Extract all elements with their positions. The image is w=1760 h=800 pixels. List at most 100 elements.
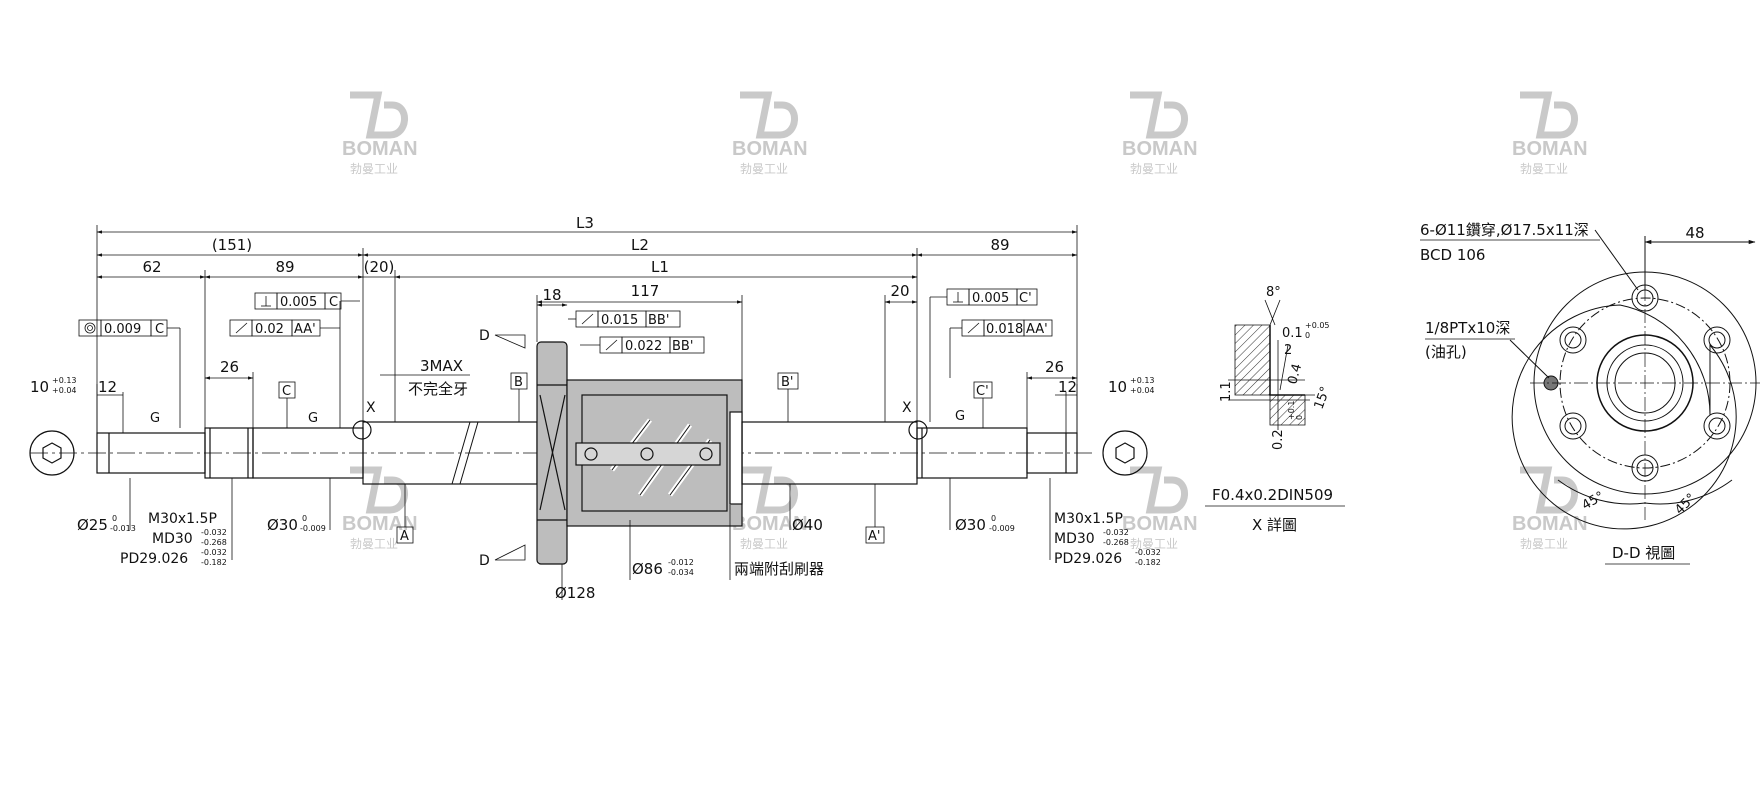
middle-wipers: 兩端附刮刷器 [734,560,824,578]
right-perp-datum: C' [1019,291,1032,306]
watermark-brand: BOMAN [732,138,808,160]
detail-title: X 詳圖 [1252,516,1297,534]
watermark-logo: BOMAN 勃曼工业 [732,91,808,176]
detail-dim-02: 0.2 [1271,429,1286,450]
left-md-lo: -0.268 [201,538,227,547]
dim-89-right: 89 [990,236,1009,254]
dim-62: 62 [142,258,161,276]
right-dim-10-lo: +0.04 [1130,386,1155,395]
watermark-sub: 勃曼工业 [1130,537,1178,551]
right-runout-datum: AA' [1026,322,1048,337]
detail-dim-01: 0.1 [1282,326,1303,341]
middle-phi40: Ø40 [792,516,823,534]
watermark-brand: BOMAN [1122,513,1198,535]
right-runout-value: 0.018 [986,322,1023,337]
right-annotations [929,288,1078,560]
watermark-sub: 勃曼工业 [350,537,398,551]
dim-18: 18 [542,286,561,304]
right-pd-up: -0.032 [1135,548,1161,557]
watermark-brand: BOMAN [342,513,418,535]
middle-datum-B: B [514,375,523,390]
left-pd: PD29.026 [120,551,188,567]
left-thread: M30x1.5P [148,511,217,527]
watermark-logo: BOMAN 勃曼工业 [342,91,418,176]
left-concentricity-value: 0.009 [104,322,141,337]
dd-oil-note: (油孔) [1425,343,1467,361]
dd-title: D-D 視圖 [1612,544,1675,562]
detail-caption: F0.4x0.2DIN509 [1212,486,1333,504]
right-g: G [955,409,965,424]
right-dim-12: 12 [1058,378,1077,396]
left-perp-value: 0.005 [280,295,317,310]
middle-annotations [380,310,885,600]
dim-20-right: 20 [890,282,909,300]
middle-runout2-datum: BB' [672,339,693,354]
left-md-up: -0.032 [201,528,227,537]
middle-D-top: D [479,328,490,344]
middle-phi86-lo: -0.034 [668,568,694,577]
right-phi30-lo: -0.009 [989,524,1015,533]
left-datum-A: A [400,529,409,544]
detail-dim-02-up: +0.1 [1287,401,1296,420]
left-concentricity-datum: C [155,322,164,337]
dd-dim-48: 48 [1685,224,1704,242]
dim-L2: L2 [631,236,649,254]
middle-runout1-datum: BB' [648,313,669,328]
dim-89-left: 89 [275,258,294,276]
middle-runout1-value: 0.015 [601,313,638,328]
middle-D-bottom: D [479,553,490,569]
middle-3max: 3MAX [420,357,463,375]
left-annotations [78,292,414,544]
watermark-brand: BOMAN [1512,138,1588,160]
left-phi25-lo: -0.013 [110,524,136,533]
left-dim-26: 26 [220,358,239,376]
dd-holes: 6-Ø11鑽穿,Ø17.5x11深 [1420,221,1589,239]
left-perp-datum: C [329,295,338,310]
watermark-logo: BOMAN 勃曼工业 [1122,91,1198,176]
left-dim-12: 12 [98,378,117,396]
detail-dim-11: 1.1 [1219,381,1234,402]
left-dim-10-lo: +0.04 [52,386,77,395]
right-md: MD30 [1054,531,1095,547]
watermark-brand: BOMAN [1122,138,1198,160]
right-end-circle [1102,430,1148,476]
left-md: MD30 [152,531,193,547]
right-md-up: -0.032 [1103,528,1129,537]
watermark-logo: BOMAN 勃曼工业 [732,466,808,551]
dd-bcd: BCD 106 [1420,246,1485,264]
watermark-logo: BOMAN 勃曼工业 [1512,91,1588,176]
watermark-brand: BOMAN [342,138,418,160]
right-phi30: Ø30 [955,516,986,534]
right-dim-26: 26 [1045,358,1064,376]
left-phi25: Ø25 [77,516,108,534]
middle-runout2-value: 0.022 [625,339,662,354]
left-dim-10-up: +0.13 [52,376,77,385]
dd-oil: 1/8PTx10深 [1425,319,1510,337]
watermark-logo: BOMAN 勃曼工业 [1512,466,1588,551]
left-pd-up: -0.032 [201,548,227,557]
detail-angle-8: 8° [1266,285,1281,300]
right-dim-10-up: +0.13 [1130,376,1155,385]
right-pd: PD29.026 [1054,551,1122,567]
watermark-sub: 勃曼工业 [740,162,788,176]
dim-L1: L1 [651,258,669,276]
detail-dim-2: 2 [1284,343,1292,358]
dd-angle-45-right: 45° [1672,491,1699,518]
right-datum-Cp: C' [976,384,989,399]
middle-phi86-up: -0.012 [668,558,694,567]
left-g1: G [150,411,160,426]
view-dd-drawing [1509,229,1760,530]
middle-datum-Ap: A' [868,529,880,544]
right-thread: M30x1.5P [1054,511,1123,527]
middle-phi128: Ø128 [555,584,595,602]
watermark-sub: 勃曼工业 [1130,162,1178,176]
left-phi25-up: 0 [112,514,117,523]
detail-x-drawing [1228,299,1315,430]
watermark-logo: BOMAN 勃曼工业 [342,466,418,551]
left-x: X [366,400,376,416]
dim-151: (151) [212,236,252,254]
left-pd-lo: -0.182 [201,558,227,567]
detail-angle-15: 15° [1312,385,1334,412]
left-runout-value: 0.02 [255,322,284,337]
